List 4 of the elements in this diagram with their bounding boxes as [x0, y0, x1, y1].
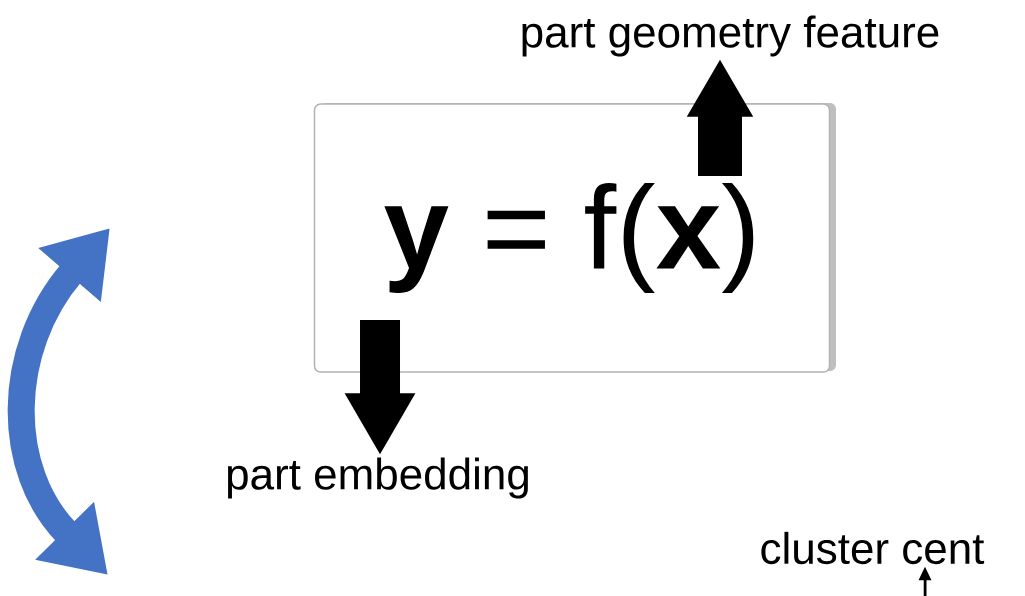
- formula-box: y = f(x): [313, 103, 836, 373]
- text-label: part embedding: [227, 457, 528, 499]
- text-label: part geometry feature: [522, 15, 939, 57]
- text-label: cluster cent: [761, 531, 985, 565]
